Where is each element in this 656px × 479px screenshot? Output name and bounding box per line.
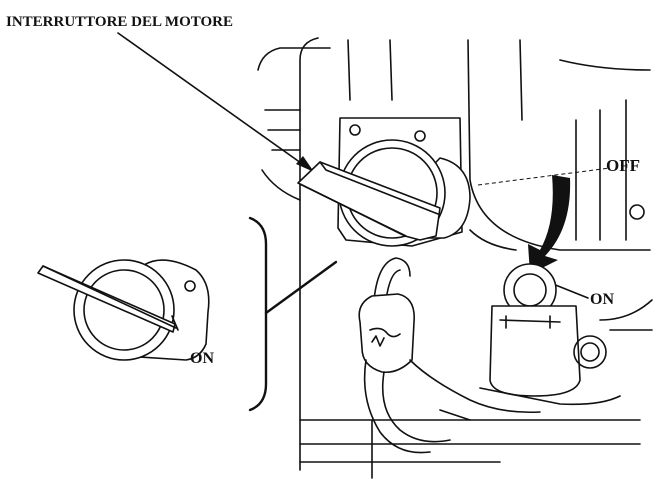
engine-switch-knob (297, 139, 471, 247)
engine-base (299, 299, 653, 479)
detail-bracket (248, 216, 338, 412)
engine-housing (257, 37, 651, 471)
curved-arrow-icon (528, 175, 571, 274)
ignition-wires (358, 257, 621, 454)
off-reference-line (477, 167, 611, 186)
detail-switch-view (37, 259, 210, 361)
engine-switch-leader-line (117, 32, 309, 169)
on-label-detail: ON (190, 350, 214, 367)
engine-switch-label: INTERRUTTORE DEL MOTORE (6, 14, 233, 30)
on-label-main: ON (590, 291, 614, 308)
spark-plug-cap (489, 263, 581, 397)
off-label: OFF (606, 156, 640, 175)
